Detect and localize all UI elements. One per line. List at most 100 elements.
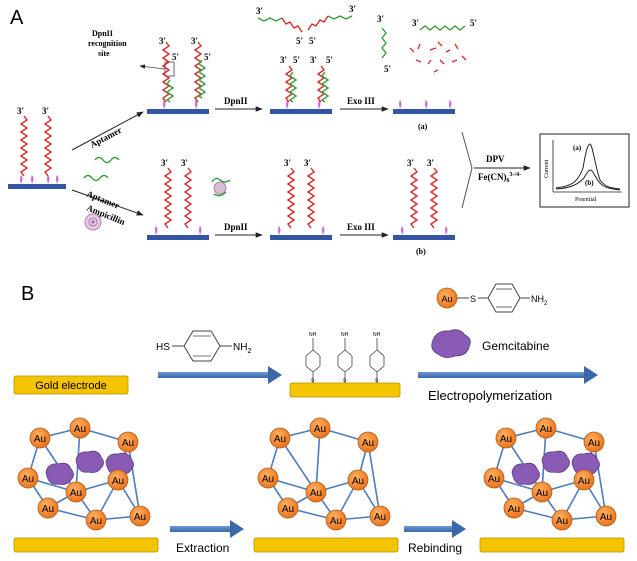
gold-electrode-label: Gold electrode <box>35 380 107 392</box>
svg-text:3': 3' <box>304 158 311 168</box>
au-nanoparticle <box>69 417 91 439</box>
aptamer-label: Aptamer <box>88 125 123 150</box>
au-nanoparticle <box>531 481 553 503</box>
au-nanoparticle <box>29 427 51 449</box>
curve-a-label: (a) <box>573 144 582 152</box>
chart-x-label: Potential <box>575 197 597 203</box>
au-label: Au <box>500 434 512 445</box>
au-label: Au <box>556 516 568 527</box>
svg-text:3': 3' <box>181 158 188 168</box>
svg-text:S: S <box>343 378 347 384</box>
svg-text:5': 5' <box>470 18 477 28</box>
dna-probe-strand <box>43 115 53 177</box>
au-nanoparticle <box>65 481 87 503</box>
svg-text:3': 3' <box>407 158 414 168</box>
au-nanoparticle <box>495 427 517 449</box>
au-nanoparticle <box>357 431 379 453</box>
au-nanoparticle <box>305 481 327 503</box>
au-label: Au <box>488 474 500 485</box>
au-label: Au <box>282 504 294 515</box>
au-label: Au <box>122 438 134 449</box>
electrode-intact-1: 3' 3' <box>270 158 332 240</box>
au-nanoparticle <box>129 505 151 527</box>
au-label: Au <box>134 512 146 523</box>
enzyme-dpnii-lower: DpnII <box>224 222 248 232</box>
recognition-site-label-3: site <box>98 49 110 58</box>
svg-text:Au: Au <box>441 294 452 304</box>
aptamer-strand-icon <box>94 156 120 164</box>
svg-text:NH: NH <box>341 332 349 338</box>
au-label: Au <box>22 474 34 485</box>
polymer-link <box>279 437 317 493</box>
au-label: Au <box>374 512 386 523</box>
electropolymerization-label: Electropolymerization <box>428 388 552 403</box>
enzyme-exo-lower: Exo III <box>347 222 375 232</box>
gemcitabine-label: Gemcitabine <box>482 339 550 353</box>
au-nanoparticle <box>551 509 573 531</box>
au-label: Au <box>262 474 274 485</box>
au-label: Au <box>588 438 600 449</box>
panel-b-label: B <box>21 283 34 305</box>
arrow-rebinding <box>404 520 466 538</box>
svg-text:3': 3' <box>284 158 291 168</box>
au-nanoparticle <box>369 505 391 527</box>
au-label: Au <box>508 504 520 515</box>
dna-probe-strand <box>19 115 29 177</box>
au-nanoparticle <box>535 417 557 439</box>
strand-end-3: 3' <box>17 106 24 116</box>
curve-a <box>555 143 621 190</box>
svg-text:3': 3' <box>191 36 198 46</box>
svg-text:NH: NH <box>373 332 381 338</box>
electrode-hybridized: 3' 3' 5' 5' <box>147 36 211 114</box>
path-b-label: (b) <box>416 247 426 256</box>
sam-electrode: NH NH NH S S S <box>289 332 401 398</box>
rebinding-label: Rebinding <box>408 541 462 555</box>
electrode-blocked: 3' 3' <box>147 158 231 240</box>
au-nanoparticle <box>37 497 59 519</box>
svg-text:NH: NH <box>309 332 317 338</box>
electrode-digested: 3' 5' 3' 5' <box>377 14 477 114</box>
au-nanoparticle <box>85 509 107 531</box>
svg-text:5': 5' <box>172 52 179 62</box>
au-nanoparticle <box>309 417 331 439</box>
au-label: Au <box>540 424 552 435</box>
au-nanoparticle <box>107 469 129 491</box>
au-label: Au <box>314 424 326 435</box>
path-a-label: (a) <box>418 122 428 131</box>
svg-text:3': 3' <box>161 158 168 168</box>
au-label: Au <box>34 434 46 445</box>
au-nanoparticle <box>347 469 369 491</box>
au-nanoparticle <box>17 467 39 489</box>
au-nanoparticle <box>503 497 525 519</box>
svg-text:5': 5' <box>326 55 333 65</box>
svg-text:3': 3' <box>349 4 356 14</box>
gemcitabine-icon <box>45 462 74 485</box>
au-label: Au <box>330 516 342 527</box>
converge-bracket <box>461 131 473 209</box>
arrow-to-aptamer <box>71 111 144 151</box>
gemcitabine-icon <box>511 462 540 485</box>
gold-electrode-bar <box>479 537 625 553</box>
gemcitabine-icon <box>541 450 570 473</box>
polymer-link <box>315 427 321 493</box>
gemcitabine-icon <box>431 329 471 358</box>
thiol-anchor-icon <box>47 175 50 184</box>
svg-text:3': 3' <box>256 6 263 16</box>
aptamer-strand-icon <box>83 174 109 182</box>
au-nanoparticle <box>277 497 299 519</box>
electrode-cleaved: 3' 3' 5' 5' 3' 5' 3' 5' <box>256 4 356 114</box>
svg-text:3': 3' <box>310 55 317 65</box>
au-label: Au <box>310 488 322 499</box>
svg-text:HS: HS <box>156 342 170 353</box>
curve-b <box>555 169 621 191</box>
svg-text:3': 3' <box>280 55 287 65</box>
au-nanoparticle <box>257 467 279 489</box>
gold-electrode: Gold electrode <box>13 375 129 395</box>
svg-text:5': 5' <box>384 64 391 74</box>
au-label: Au <box>536 488 548 499</box>
au-label: Au <box>578 476 590 487</box>
gold-electrode-bar <box>253 537 399 553</box>
svg-text:5': 5' <box>204 52 211 62</box>
gold-electrode-bar <box>13 537 159 553</box>
